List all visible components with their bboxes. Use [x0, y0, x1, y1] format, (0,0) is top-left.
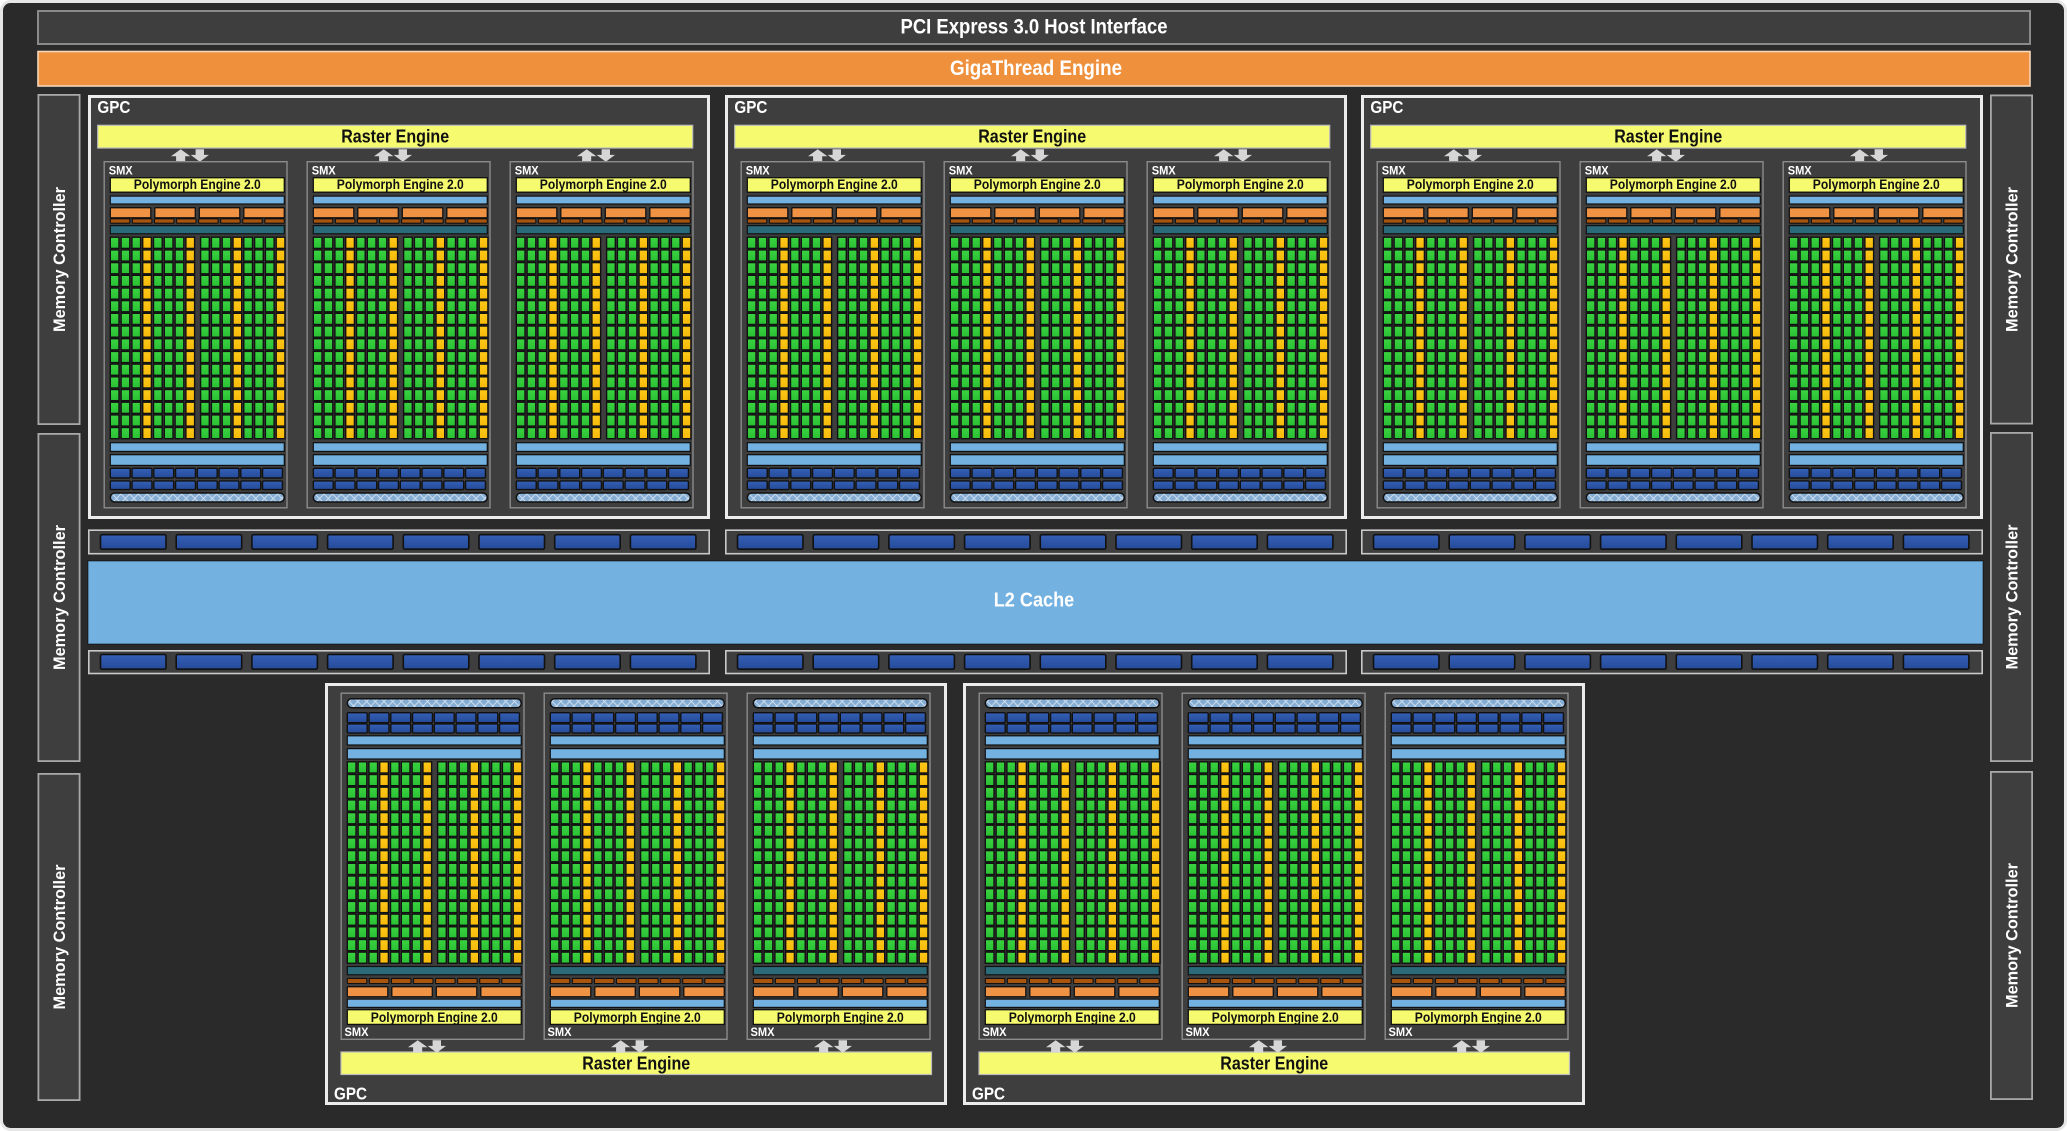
svg-text:Memory Controller: Memory Controller [50, 525, 69, 670]
svg-text:Memory Controller: Memory Controller [2002, 863, 2021, 1008]
svg-text:GigaThread Engine: GigaThread Engine [950, 57, 1122, 80]
svg-text:Memory Controller: Memory Controller [2002, 524, 2021, 669]
svg-text:Memory Controller: Memory Controller [2002, 187, 2021, 332]
svg-text:Memory Controller: Memory Controller [50, 864, 69, 1009]
svg-text:PCI Express 3.0 Host Interface: PCI Express 3.0 Host Interface [901, 16, 1168, 39]
svg-text:L2 Cache: L2 Cache [994, 590, 1075, 612]
svg-text:Memory Controller: Memory Controller [50, 187, 69, 332]
